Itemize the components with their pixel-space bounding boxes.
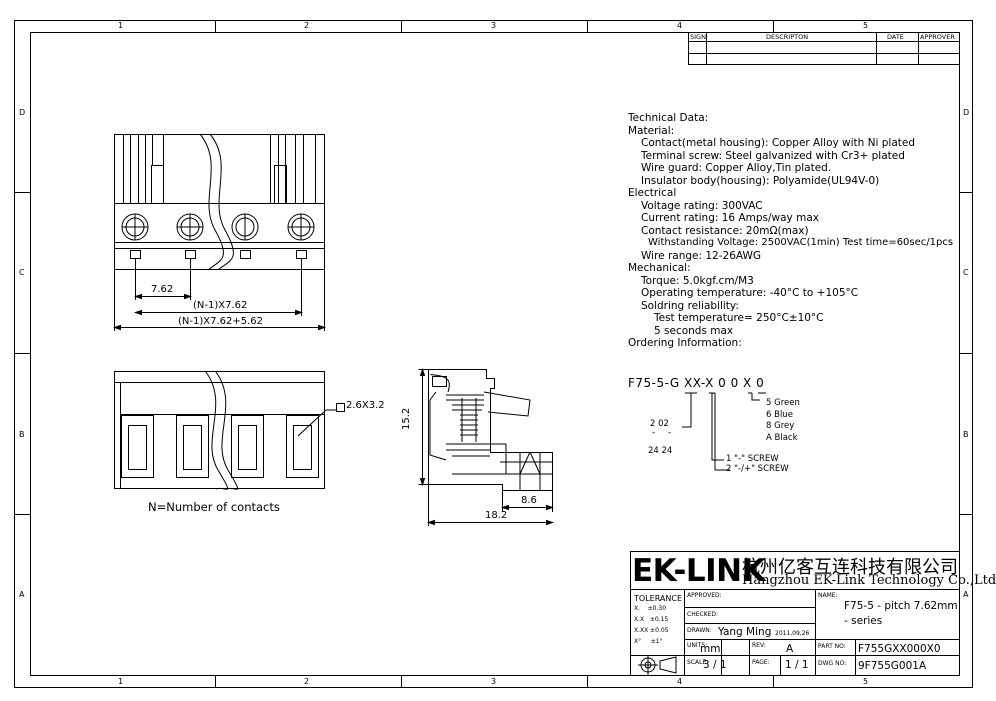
pins-top: 2 02 [650, 419, 669, 429]
drawn-label: DRAWN: [687, 627, 712, 634]
name-label: NAME: [818, 592, 838, 599]
pins-bottom: 24 24 [648, 446, 673, 456]
drawn-date: 2011,09,26 [775, 630, 810, 637]
scale-value: 3 / 1 [703, 659, 727, 671]
company-logo: EK-LINK [632, 553, 766, 589]
tech-line: Torque: 5.0kgf.cm/M3 [641, 274, 754, 287]
page-label: PAGE: [752, 659, 770, 666]
rev-label: REV: [752, 642, 766, 649]
name-line-1: F75-5 - pitch 7.62mm [844, 600, 958, 612]
dim-height: 15.2 [401, 407, 412, 430]
tech-line: Wire range: 12-26AWG [641, 249, 761, 262]
dim-pin: 2.6X3.2 [346, 400, 385, 411]
partno-value: F755GXX000X0 [858, 643, 941, 655]
scale-label: SCALE: [687, 659, 709, 666]
tech-line: Terminal screw: Steel galvanized with Cr… [641, 149, 905, 162]
zone-col-2-top: 2 [304, 21, 310, 30]
dim-pitch: 7.62 [151, 284, 174, 295]
ordering-colors: 5 Green 6 Blue 8 Grey A Black [766, 398, 800, 444]
bottom-view [114, 371, 345, 490]
rev-header-date: DATE [887, 33, 904, 41]
zone-row-c-left: C [19, 268, 25, 277]
tech-line: Soldring reliability: [641, 299, 739, 312]
revision-table [688, 32, 960, 65]
zone-row-a-left: A [19, 590, 25, 599]
zone-row-c-right: C [963, 268, 969, 277]
tolerance-xx: X.X ±0.15 [634, 616, 669, 623]
dim-depth-small: 8.6 [521, 495, 537, 506]
units-label: UNITS: [687, 642, 708, 649]
zone-col-2-bottom: 2 [304, 677, 310, 686]
tech-line: Electrical [628, 187, 677, 199]
tech-line: Mechanical: [628, 262, 691, 274]
zone-row-b-left: B [19, 430, 25, 439]
screw-option-1: 1 "-" SCREW [726, 454, 779, 464]
ordering-code: F75-5-G XX-X 0 0 X 0 [628, 376, 765, 390]
tech-line: Insulator body(housing): Polyamide(UL94V… [641, 174, 880, 187]
name-line-2: - series [844, 615, 883, 627]
zone-col-1-top: 1 [118, 21, 124, 30]
front-view-top [112, 133, 327, 331]
title-block [630, 551, 960, 676]
zone-col-1-bottom: 1 [118, 677, 124, 686]
tolerance-angle: X° ±1° [634, 638, 663, 645]
units-value: mm [700, 643, 721, 655]
zone-col-5-top: 5 [863, 21, 869, 30]
inner-border [30, 32, 960, 676]
checked-label: CHECKED: [687, 611, 719, 618]
technical-data: Technical Data: Material: Contact(metal … [628, 112, 953, 350]
zone-col-4-bottom: 4 [677, 677, 683, 686]
tech-line: Ordering Information: [628, 337, 742, 349]
rev-value: A [786, 643, 794, 655]
partno-label: PART NO: [818, 643, 846, 650]
tech-line: Withstanding Voltage: 2500VAC(1min) Test… [648, 237, 954, 248]
company-name-en: Hangzhou EK-Link Technology Co.,Ltd [742, 573, 996, 588]
tech-line: Material: [628, 124, 675, 137]
dwgno-label: DWG NO: [818, 660, 847, 667]
rev-header-approver: APPROVER [920, 33, 955, 41]
tech-line: Contact(metal housing): Copper Alloy wit… [641, 137, 916, 149]
tech-line: Operating temperature: -40°C to +105°C [641, 287, 859, 299]
approved-label: APPROVED: [687, 592, 722, 599]
zone-col-4-top: 4 [677, 21, 683, 30]
color-option: 6 Blue [766, 409, 793, 420]
drawn-name: Yang Ming [718, 626, 772, 638]
tech-line: Contact resistance: 20mΩ(max) [641, 224, 809, 237]
tech-line: Test temperature= 250°C±10°C [654, 312, 824, 324]
page-value: 1 / 1 [785, 659, 809, 671]
tolerance-label: TOLERANCE [634, 594, 683, 603]
contacts-note: N=Number of contacts [148, 500, 280, 514]
zone-col-3-top: 3 [491, 21, 497, 30]
ordering-leaders [682, 392, 766, 471]
pins-dash-1: - [652, 428, 656, 438]
rev-header-sign: SIGN [690, 33, 706, 41]
tolerance-x: X. ±0.30 [634, 605, 667, 612]
zone-row-d-right: D [963, 108, 970, 117]
dim-n-pitch: (N-1)X7.62 [193, 300, 248, 311]
screw-option-2: 2 "-/+" SCREW [726, 464, 789, 474]
dim-total: (N-1)X7.62+5.62 [178, 316, 264, 327]
tech-line: 5 seconds max [654, 324, 734, 337]
dwgno-value: 9F755G001A [858, 660, 927, 672]
side-view [418, 367, 555, 526]
tolerance-xxx: X.XX ±0.05 [634, 627, 669, 634]
tech-line: Voltage rating: 300VAC [641, 199, 763, 212]
tech-line: Wire guard: Copper Alloy,Tin plated. [641, 162, 832, 174]
zone-ticks [14, 20, 973, 688]
zone-col-5-bottom: 5 [863, 677, 869, 686]
color-option: 8 Grey [766, 421, 795, 431]
pins-dash-2: - [668, 428, 672, 438]
zone-row-a-right: A [963, 590, 969, 599]
dim-depth: 18.2 [485, 510, 508, 521]
rev-header-description: DESCRIPTON [766, 33, 809, 41]
color-option: 5 Green [766, 398, 800, 408]
zone-row-d-left: D [19, 108, 26, 117]
zone-col-3-bottom: 3 [491, 677, 497, 686]
color-option: A Black [766, 432, 798, 443]
company-name-cn: 杭州亿客互连科技有限公司 [742, 557, 958, 578]
zone-row-b-right: B [963, 430, 969, 439]
tech-line: Technical Data: [628, 112, 709, 124]
tech-line: Current rating: 16 Amps/way max [641, 212, 819, 224]
